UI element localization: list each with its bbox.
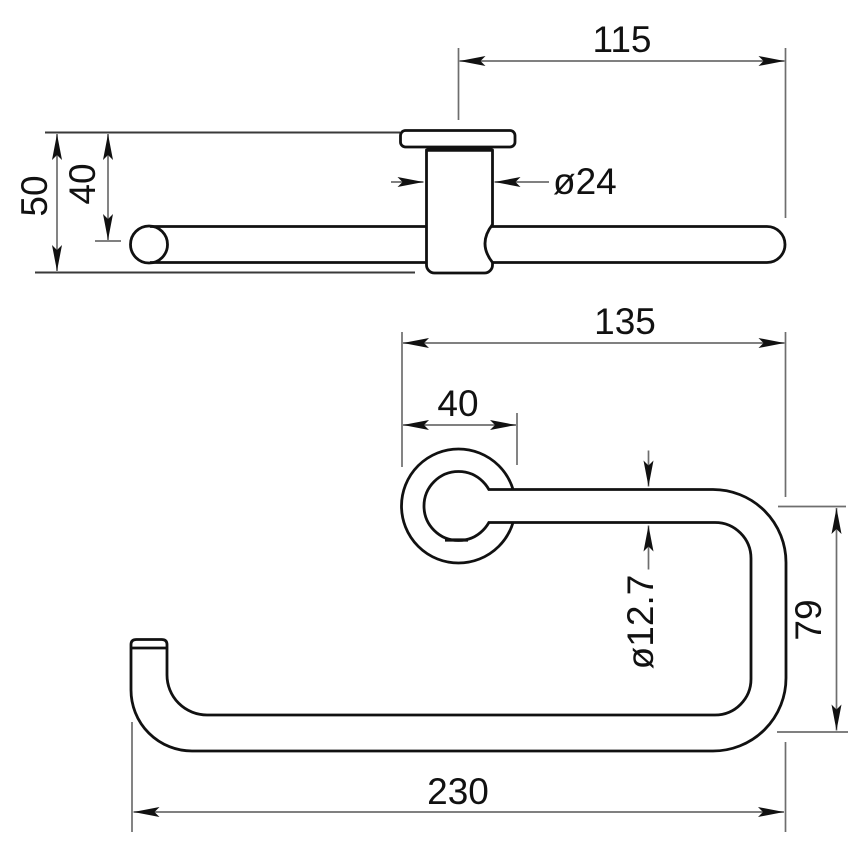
side-view-outlines	[129, 129, 787, 275]
dim-label-40-depth: 40	[62, 163, 103, 204]
rose-inner-circle	[422, 470, 495, 542]
hook-tube-inner-edge	[165, 521, 753, 717]
dim-label-115: 115	[593, 19, 652, 60]
front-view-labels: 135 40 ø12.7 79 230	[427, 301, 829, 812]
wall-flange	[399, 129, 517, 149]
tube-end-cap	[129, 638, 169, 648]
dim-label-230: 230	[427, 771, 489, 812]
hook-tube-fill	[131, 489, 786, 751]
dim-label-dia127: ø12.7	[620, 575, 661, 670]
bar-outline	[150, 225, 787, 264]
dim-label-79: 79	[788, 599, 829, 640]
bar-upturn-end-circle	[129, 224, 169, 265]
front-view-outlines	[129, 447, 788, 753]
mounting-post	[425, 148, 494, 275]
side-view-reference-lines	[35, 131, 415, 274]
hook-tube-outer-edge	[129, 488, 788, 753]
front-view: 135 40 ø12.7 79 230	[129, 301, 848, 832]
side-view-labels: 115 50 40 ø24	[14, 19, 652, 217]
side-view: 115 50 40 ø24	[14, 19, 787, 275]
side-view-dimension-lines	[52, 48, 787, 271]
dim-label-40-rose: 40	[437, 383, 478, 424]
front-view-dimension-lines	[131, 332, 848, 832]
dim-label-dia24: ø24	[553, 161, 617, 202]
dim-label-50: 50	[14, 175, 55, 216]
dim-label-135: 135	[594, 301, 656, 342]
